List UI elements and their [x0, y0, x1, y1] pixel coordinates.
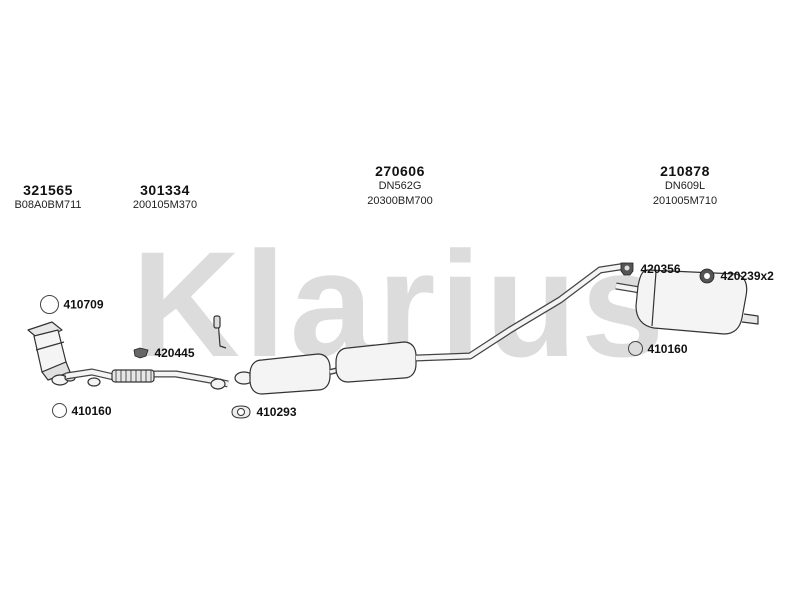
rubber-mount-icon: [133, 347, 149, 359]
part-reference: 20300BM700: [367, 195, 433, 207]
callout-label: 420445: [154, 346, 195, 360]
part-reference: DN562G: [378, 180, 422, 192]
ring-icon: [40, 295, 59, 314]
callout-label: 410160: [647, 342, 688, 356]
callout-420445: 420445: [132, 344, 195, 362]
part-reference: 201005M710: [652, 195, 718, 207]
part-reference: B08A0BM711: [14, 199, 82, 211]
ring-icon: [628, 341, 643, 357]
centre-box: [249, 262, 627, 395]
callout-label: 410160: [71, 404, 112, 418]
callout-label: 410293: [256, 405, 297, 419]
front-pipe: [65, 315, 254, 390]
callout-label: 420356: [640, 262, 681, 277]
part-number: 321565: [23, 182, 73, 198]
callout-label: 410709: [63, 297, 104, 312]
rubber-mount-icon: [620, 262, 634, 276]
callout-420239x2: 420239x2: [698, 267, 774, 285]
callout-420356: 420356: [618, 260, 681, 278]
callout-410160-front: 410160: [52, 402, 112, 420]
part-group-front-pipe: 301334 200105M370: [120, 183, 210, 213]
rubber-ring-icon: [699, 268, 715, 284]
gasket-icon: [231, 405, 251, 419]
callout-410160-rear: 410160: [628, 340, 688, 358]
part-group-rear-silencer: 210878 DN609L 201005M710: [640, 164, 730, 209]
part-group-catalyst: 321565 B08A0BM711: [8, 183, 88, 213]
part-group-centre-box: 270606 DN562G 20300BM700: [355, 164, 445, 209]
part-number: 270606: [375, 163, 425, 179]
part-number: 301334: [140, 182, 190, 198]
callout-410293: 410293: [230, 403, 297, 421]
ring-icon: [52, 403, 67, 419]
part-reference: 200105M370: [132, 199, 198, 211]
part-number: 210878: [660, 163, 710, 179]
part-reference: DN609L: [664, 180, 706, 192]
callout-label: 420239x2: [720, 269, 774, 284]
callout-410709: 410709: [40, 295, 104, 314]
rear-silencer: [615, 265, 759, 335]
